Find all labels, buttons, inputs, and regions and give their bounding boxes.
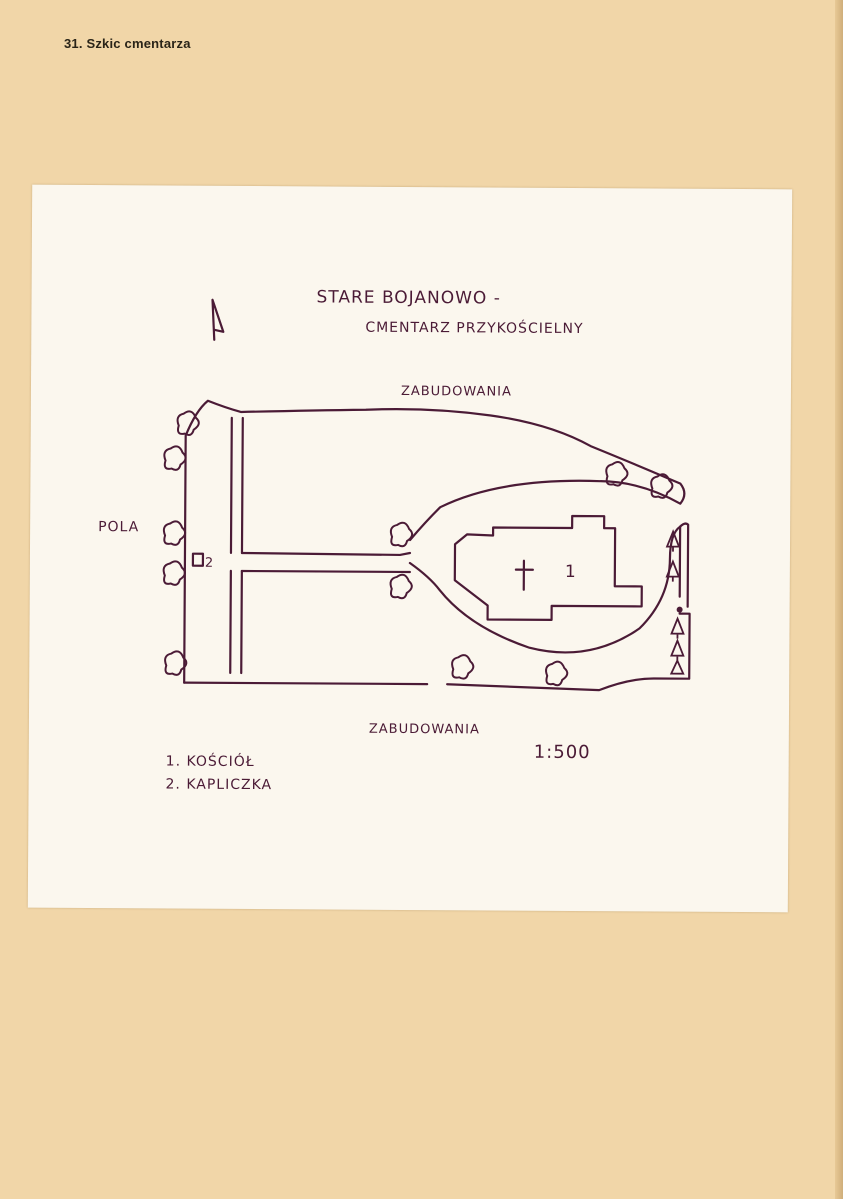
page-edge	[835, 0, 843, 1199]
conifer-tree-icon	[665, 559, 681, 582]
tree-icon	[389, 521, 414, 548]
scale-label: 1:500	[534, 742, 591, 763]
north-arrow-icon	[211, 298, 225, 341]
gate-post	[676, 606, 683, 613]
conifer-tree-icon	[670, 616, 685, 639]
cemetery-paths	[229, 416, 412, 675]
church-outline	[453, 514, 643, 621]
tree-icon	[650, 473, 674, 499]
tree-icon	[163, 445, 187, 471]
label-fields-left: POLA	[98, 519, 139, 535]
tree-icon	[545, 660, 569, 687]
chapel-number: 2	[205, 556, 214, 571]
tree-icon	[164, 650, 188, 676]
label-buildings-top: ZABUDOWANIA	[401, 384, 512, 400]
church-number: 1	[565, 562, 577, 582]
tree-icon	[176, 410, 200, 436]
cemetery-boundary	[183, 399, 691, 692]
tree-icon	[451, 654, 475, 680]
map-title-line1: STARE BOJANOWO -	[316, 287, 500, 308]
conifer-tree-icon	[670, 638, 685, 661]
legend-item-church: 1. KOŚCIÓŁ	[166, 752, 255, 771]
map-title-line2: CMENTARZ PRZYKOŚCIELNY	[365, 318, 583, 337]
legend-item-chapel: 2. KAPLICZKA	[166, 777, 273, 794]
tree-icon	[605, 461, 629, 487]
tree-icon	[389, 573, 413, 600]
figure-caption: 31. Szkic cmentarza	[64, 36, 191, 51]
conifer-tree-icon	[665, 529, 681, 552]
cemetery-sketch: STARE BOJANOWO - CMENTARZ PRZYKOŚCIELNY …	[98, 287, 691, 794]
tree-icon	[162, 560, 186, 586]
label-buildings-bottom: ZABUDOWANIA	[369, 722, 480, 738]
conifer-tree-icon	[669, 658, 685, 675]
map-sheet: STARE BOJANOWO - CMENTARZ PRZYKOŚCIELNY …	[27, 184, 793, 913]
tree-icon	[162, 520, 187, 546]
chapel-symbol	[191, 552, 205, 567]
